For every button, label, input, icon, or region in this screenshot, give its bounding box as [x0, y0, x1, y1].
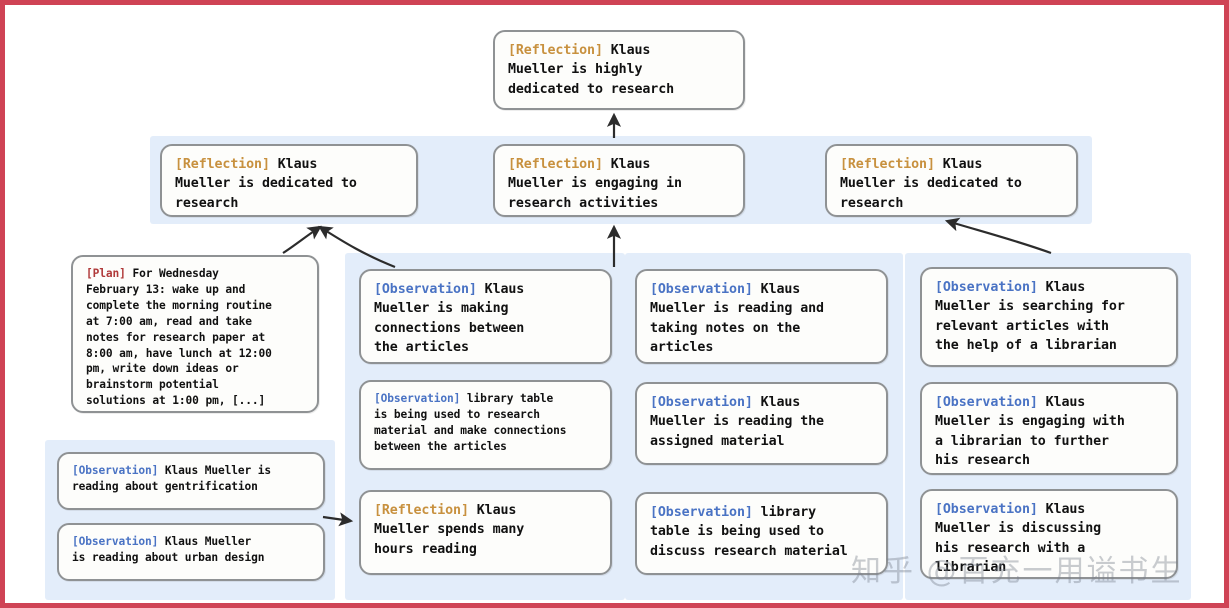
node-text: For Wednesday February 13: wake up and c… [86, 267, 272, 408]
node-text: Klaus Mueller is discussing his research… [935, 502, 1102, 575]
observation-tag: [Observation] [374, 282, 477, 297]
reflection-node-c1-3[interactable]: [Reflection] Klaus Mueller spends many h… [359, 490, 612, 575]
observation-tag: [Observation] [72, 464, 159, 477]
arrow-plan-to-reflection-1 [282, 225, 322, 254]
reflection-tag: [Reflection] [508, 43, 603, 58]
node-text: Klaus Mueller is dedicated to research [840, 157, 1022, 211]
node-text: library table is being used to discuss r… [650, 505, 848, 559]
reflection-node-1[interactable]: [Reflection] Klaus Mueller is dedicated … [160, 144, 418, 217]
observation-node-c2-1[interactable]: [Observation] Klaus Mueller is reading a… [635, 269, 888, 364]
observation-node-c1-2[interactable]: [Observation] library table is being use… [359, 380, 612, 470]
node-text: Klaus Mueller is reading the assigned ma… [650, 395, 824, 449]
observation-tag: [Observation] [935, 280, 1038, 295]
plan-node[interactable]: [Plan] For Wednesday February 13: wake u… [71, 255, 319, 413]
reflection-tag: [Reflection] [374, 503, 469, 518]
reflection-tag: [Reflection] [840, 157, 935, 172]
observation-node-c3-1[interactable]: [Observation] Klaus Mueller is searching… [920, 267, 1178, 367]
node-text: Klaus Mueller is reading about gentrific… [72, 464, 272, 493]
observation-tag: [Observation] [72, 535, 159, 548]
node-text: Klaus Mueller is engaging with a librari… [935, 395, 1125, 468]
observation-tag: [Observation] [650, 282, 753, 297]
node-text: Klaus Mueller is searching for relevant … [935, 280, 1125, 353]
arrow-column3-to-reflection-3 [944, 217, 1052, 255]
reflection-tag: [Reflection] [175, 157, 270, 172]
observation-node-c1-1[interactable]: [Observation] Klaus Mueller is making co… [359, 269, 612, 364]
node-text: Klaus Mueller is highly dedicated to res… [508, 43, 675, 97]
root-reflection-node[interactable]: [Reflection] Klaus Mueller is highly ded… [493, 30, 745, 110]
watermark: 知乎 @百充一用谥书生 [851, 554, 1183, 589]
node-text: Klaus Mueller spends many hours reading [374, 503, 525, 557]
observation-node-c3-2[interactable]: [Observation] Klaus Mueller is engaging … [920, 382, 1178, 475]
node-text: Klaus Mueller is engaging in research ac… [508, 157, 682, 211]
observation-tag: [Observation] [650, 395, 753, 410]
observation-node-c2-2[interactable]: [Observation] Klaus Mueller is reading t… [635, 382, 888, 465]
observation-node-c2-3[interactable]: [Observation] library table is being use… [635, 492, 888, 575]
node-text: Klaus Mueller is making connections betw… [374, 282, 525, 355]
observation-node-left-2[interactable]: [Observation] Klaus Mueller is reading a… [57, 523, 325, 581]
plan-tag: [Plan] [86, 267, 126, 280]
observation-node-left-1[interactable]: [Observation] Klaus Mueller is reading a… [57, 452, 325, 510]
node-text: Klaus Mueller is dedicated to research [175, 157, 357, 211]
observation-tag: [Observation] [650, 505, 753, 520]
reflection-tag: [Reflection] [508, 157, 603, 172]
reflection-node-3[interactable]: [Reflection] Klaus Mueller is dedicated … [825, 144, 1078, 217]
reflection-node-2[interactable]: [Reflection] Klaus Mueller is engaging i… [493, 144, 745, 217]
observation-tag: [Observation] [935, 502, 1038, 517]
node-text: Klaus Mueller is reading and taking note… [650, 282, 824, 355]
node-text: Klaus Mueller is reading about urban des… [72, 535, 265, 564]
observation-node-c3-3[interactable]: [Observation] Klaus Mueller is discussin… [920, 489, 1178, 579]
observation-tag: [Observation] [935, 395, 1038, 410]
node-text: library table is being used to research … [374, 392, 567, 453]
observation-tag: [Observation] [374, 392, 461, 405]
